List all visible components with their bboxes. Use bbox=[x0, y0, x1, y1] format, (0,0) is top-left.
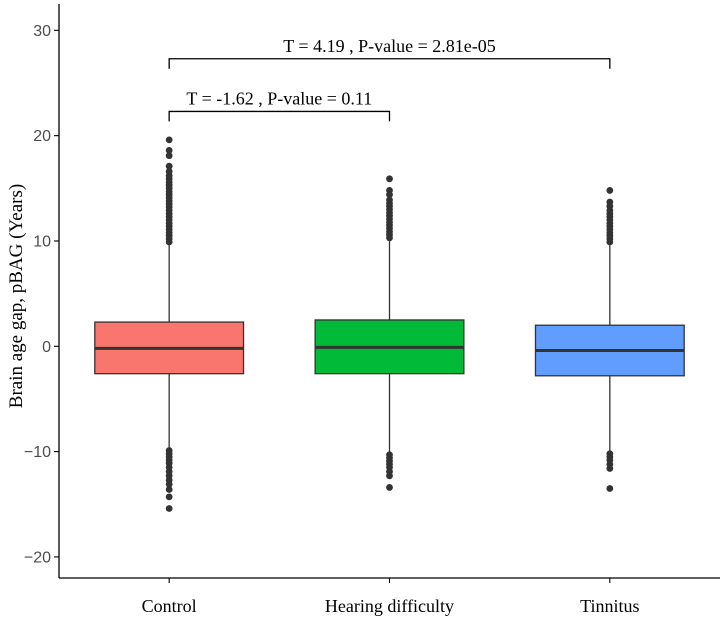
y-axis-title: Brain age gap, pBAG (Years) bbox=[6, 184, 27, 408]
outlier-point bbox=[165, 152, 173, 160]
outlier-point bbox=[606, 238, 614, 246]
outlier-point bbox=[165, 505, 173, 512]
outlier-point bbox=[606, 187, 614, 194]
outlier-point bbox=[165, 136, 173, 144]
y-tick-label: 30 bbox=[33, 23, 51, 40]
bracket-line bbox=[168, 110, 391, 122]
outlier-point bbox=[386, 191, 393, 199]
outlier-point bbox=[165, 493, 173, 501]
x-tick-label: Hearing difficulty bbox=[325, 596, 454, 616]
y-tick-label: −10 bbox=[24, 444, 51, 461]
box-group bbox=[534, 187, 685, 492]
outlier-point bbox=[165, 146, 173, 154]
boxes bbox=[94, 136, 685, 512]
outlier-point bbox=[165, 486, 173, 493]
outlier-point bbox=[606, 485, 614, 492]
outlier-point bbox=[165, 480, 173, 488]
outlier-point bbox=[165, 162, 173, 170]
y-tick-label: −20 bbox=[24, 549, 51, 566]
bracket-line bbox=[168, 58, 611, 69]
y-tick-label: 10 bbox=[33, 233, 51, 250]
outlier-point bbox=[165, 238, 173, 246]
outlier-point bbox=[386, 472, 393, 480]
x-tick-label: Control bbox=[142, 596, 197, 616]
outlier-point bbox=[386, 484, 393, 491]
box-group bbox=[94, 136, 245, 512]
significance-bracket: T = 4.19 , P-value = 2.81e-05 bbox=[168, 36, 611, 69]
annotations: T = -1.62 , P-value = 0.11 T = 4.19 , P-v… bbox=[168, 36, 611, 122]
bracket-label: T = -1.62 , P-value = 0.11 bbox=[186, 88, 372, 108]
bracket-label: T = 4.19 , P-value = 2.81e-05 bbox=[283, 36, 495, 56]
outlier-point bbox=[386, 175, 393, 183]
outlier-point bbox=[386, 234, 393, 242]
box-group bbox=[314, 175, 465, 491]
significance-bracket: T = -1.62 , P-value = 0.11 bbox=[168, 88, 391, 122]
y-tick-label: 0 bbox=[42, 339, 51, 356]
outlier-point bbox=[606, 465, 614, 472]
y-tick-label: 20 bbox=[33, 128, 51, 145]
x-tick-label: Tinnitus bbox=[580, 596, 639, 616]
